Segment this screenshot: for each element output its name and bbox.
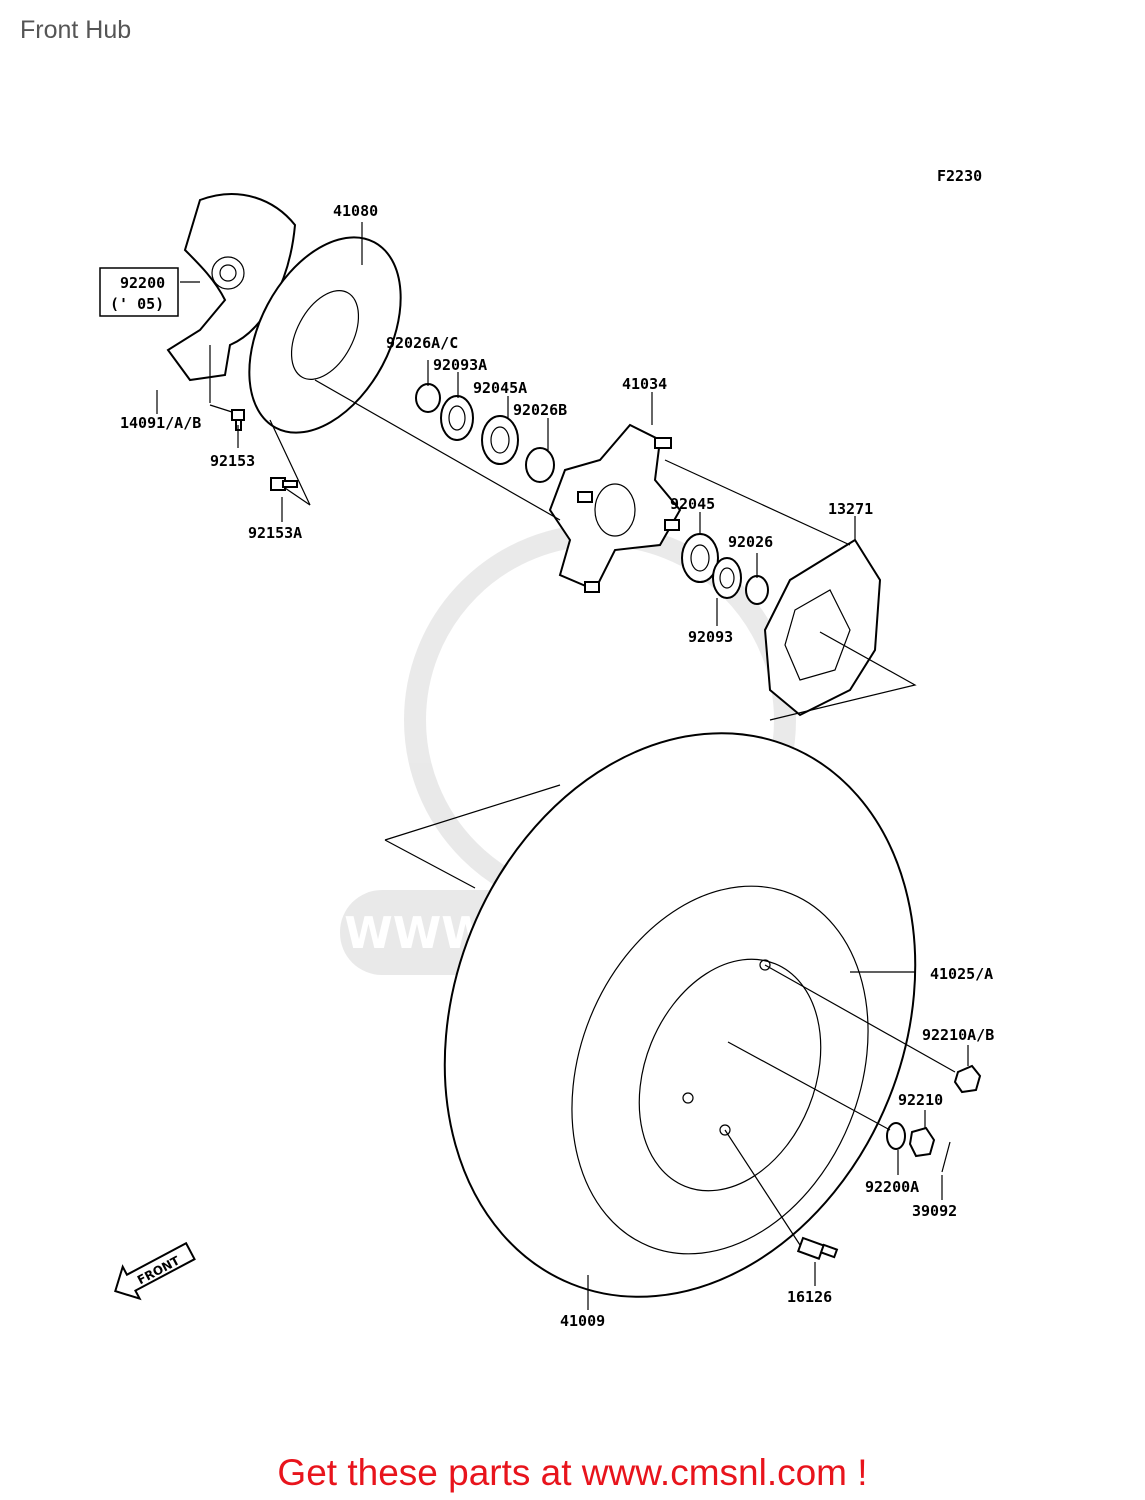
front-arrow-icon: FRONT [114, 1241, 196, 1301]
part-label-92093A: 92093A [433, 356, 487, 374]
part-label-41009: 41009 [560, 1312, 605, 1330]
part-label-14091: 14091/A/B [120, 414, 201, 432]
part-label-92210AB: 92210A/B [922, 1026, 994, 1044]
part-label-39092: 39092 [912, 1202, 957, 1220]
part-label-92045A: 92045A [473, 379, 527, 397]
part-label-92200A: 92200A [865, 1178, 919, 1196]
part-label-92200-year: (' 05) [110, 295, 164, 313]
page-title: Front Hub [20, 16, 132, 44]
part-box-92200 [99, 267, 179, 317]
nut-92210AB-part [953, 1064, 982, 1094]
spacer-92026-part [745, 575, 769, 605]
footer-banner[interactable]: Get these parts at www.cmsnl.com ! [277, 1452, 868, 1493]
spacer-92026B-part [525, 447, 555, 483]
part-label-16126: 16126 [787, 1288, 832, 1306]
hub-cover-13271-part [763, 538, 882, 717]
part-label-92200: 92200 [120, 274, 165, 292]
washer-92200A-part [886, 1122, 906, 1150]
seal-92093-part [712, 557, 742, 599]
parts-diagram: WWW.CMSNL.COM [99, 167, 994, 1330]
tire-41009-part [443, 732, 917, 1298]
brake-disc-part [248, 236, 402, 434]
seal-92093A-part [440, 395, 474, 441]
part-label-92026B: 92026B [513, 401, 567, 419]
part-label-92093: 92093 [688, 628, 733, 646]
part-label-92026AC: 92026A/C [386, 334, 458, 352]
part-label-41034: 41034 [622, 375, 667, 393]
part-label-41025A: 41025/A [930, 965, 993, 983]
hub-41034-part [548, 423, 682, 593]
spacer-92026AC-part [415, 383, 441, 413]
leader-lines [156, 222, 969, 1310]
part-label-92210: 92210 [898, 1091, 943, 1109]
figure-code: F2230 [937, 167, 982, 185]
castle-nut-92210-part [908, 1126, 936, 1158]
part-label-92045: 92045 [670, 495, 715, 513]
wheel-41025A-part [638, 958, 822, 1192]
part-label-13271: 13271 [828, 500, 873, 518]
bolt-92153A-part [270, 477, 298, 491]
part-label-92153: 92153 [210, 452, 255, 470]
cotter-pin-39092-part [941, 1141, 951, 1173]
part-label-92153A: 92153A [248, 524, 302, 542]
part-label-92026: 92026 [728, 533, 773, 551]
part-label-41080: 41080 [333, 202, 378, 220]
bearing-92045A-part [481, 415, 519, 465]
valve-16126-part [796, 1236, 839, 1260]
